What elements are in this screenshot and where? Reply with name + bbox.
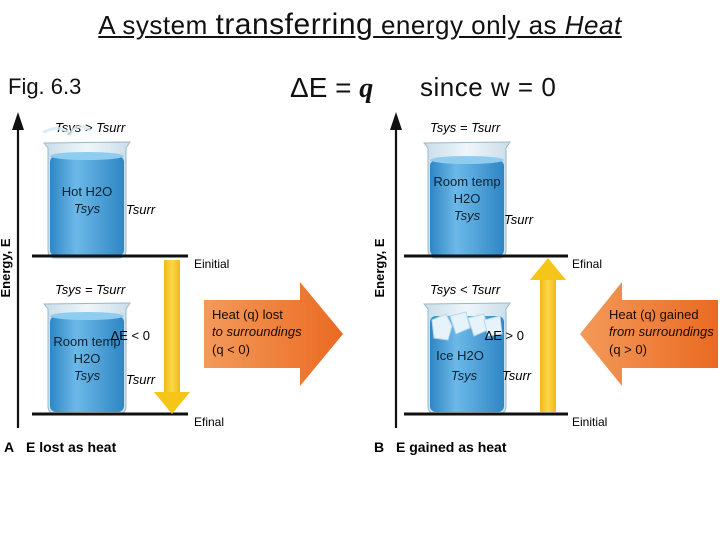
beaker-line-1: Hot H2O: [62, 184, 113, 199]
title-part2: transferring: [215, 8, 374, 41]
energy-increase-arrow: [530, 258, 566, 412]
beaker-line-3: Tsys: [74, 368, 101, 383]
beaker-line-1: Ice H2O: [436, 348, 484, 363]
beaker-hot-water: Hot H2O Tsys: [42, 125, 131, 259]
delta-e-b: ΔE > 0: [485, 328, 524, 343]
axis-arrowhead-a: [12, 112, 24, 130]
equation-lhs: ΔE =: [290, 72, 360, 103]
title-part1: A system: [98, 10, 216, 40]
heat-arrow-line-2: from surroundings: [609, 324, 714, 339]
heat-arrow-line-3: (q < 0): [212, 342, 250, 357]
title-part4: Heat: [564, 10, 622, 40]
top-condition-b: Tsys = Tsurr: [430, 120, 501, 135]
axis-label-b: Energy, E: [372, 238, 387, 297]
heat-arrow-line-3: (q > 0): [609, 342, 647, 357]
beaker-room-temp-water-a: Room temp H2O Tsys: [42, 302, 131, 415]
bottom-condition-b: Tsys < Tsurr: [430, 282, 501, 297]
equation-rhs: q: [359, 73, 374, 104]
bottom-tsurr-b: Tsurr: [502, 368, 532, 383]
beaker-line-2: Tsys: [451, 368, 478, 383]
bottom-tsurr-a: Tsurr: [126, 372, 156, 387]
beaker-line-2: Tsys: [74, 201, 101, 216]
energy-diagram: Energy, E Tsys > Tsurr Hot H2O Tsys Tsur…: [0, 112, 718, 455]
caption-letter-b: B: [374, 439, 384, 455]
energy-decrease-arrow: [154, 260, 190, 414]
level-label-top-b: Efinal: [572, 257, 602, 271]
beaker-line-3: Tsys: [454, 208, 481, 223]
level-label-bottom-b: Einitial: [572, 415, 607, 429]
beaker-line-1: Room temp: [433, 174, 500, 189]
bottom-condition-a: Tsys = Tsurr: [55, 282, 126, 297]
slide-title: A system transferring energy only as Hea…: [0, 8, 720, 42]
caption-text-a: E lost as heat: [26, 439, 117, 455]
panel-b: Energy, E Tsys = Tsurr Room temp H2O Tsy…: [372, 112, 718, 455]
beaker-line-1: Room temp: [53, 334, 120, 349]
equation: ΔE = q: [290, 72, 373, 105]
ice-cubes-icon: [431, 311, 503, 341]
panel-a: Energy, E Tsys > Tsurr Hot H2O Tsys Tsur…: [0, 112, 343, 455]
top-tsurr-a: Tsurr: [126, 202, 156, 217]
heat-arrow-line-1: Heat (q) lost: [212, 307, 283, 322]
beaker-room-temp-water-b: Room temp H2O Tsys: [422, 141, 511, 259]
beaker-line-2: H2O: [74, 351, 101, 366]
top-condition-a: Tsys > Tsurr: [55, 120, 126, 135]
top-tsurr-b: Tsurr: [504, 212, 534, 227]
beaker-ice-water: Ice H2O Tsys: [422, 302, 511, 415]
heat-arrow-line-2: to surroundings: [212, 324, 302, 339]
level-label-top-a: Einitial: [194, 257, 229, 271]
title-part3: energy only as: [373, 10, 565, 40]
heat-gained-arrow: Heat (q) gained from surroundings (q > 0…: [580, 282, 718, 386]
caption-letter-a: A: [4, 439, 14, 455]
heat-lost-arrow: Heat (q) lost to surroundings (q < 0): [204, 282, 343, 386]
figure-label: Fig. 6.3: [8, 74, 82, 99]
heat-arrow-line-1: Heat (q) gained: [609, 307, 699, 322]
axis-arrowhead-b: [390, 112, 402, 130]
delta-e-a: ΔE < 0: [111, 328, 150, 343]
beaker-line-2: H2O: [454, 191, 481, 206]
axis-label-a: Energy, E: [0, 238, 13, 297]
since-text: since w = 0: [420, 72, 557, 102]
caption-text-b: E gained as heat: [396, 439, 507, 455]
level-label-bottom-a: Efinal: [194, 415, 224, 429]
